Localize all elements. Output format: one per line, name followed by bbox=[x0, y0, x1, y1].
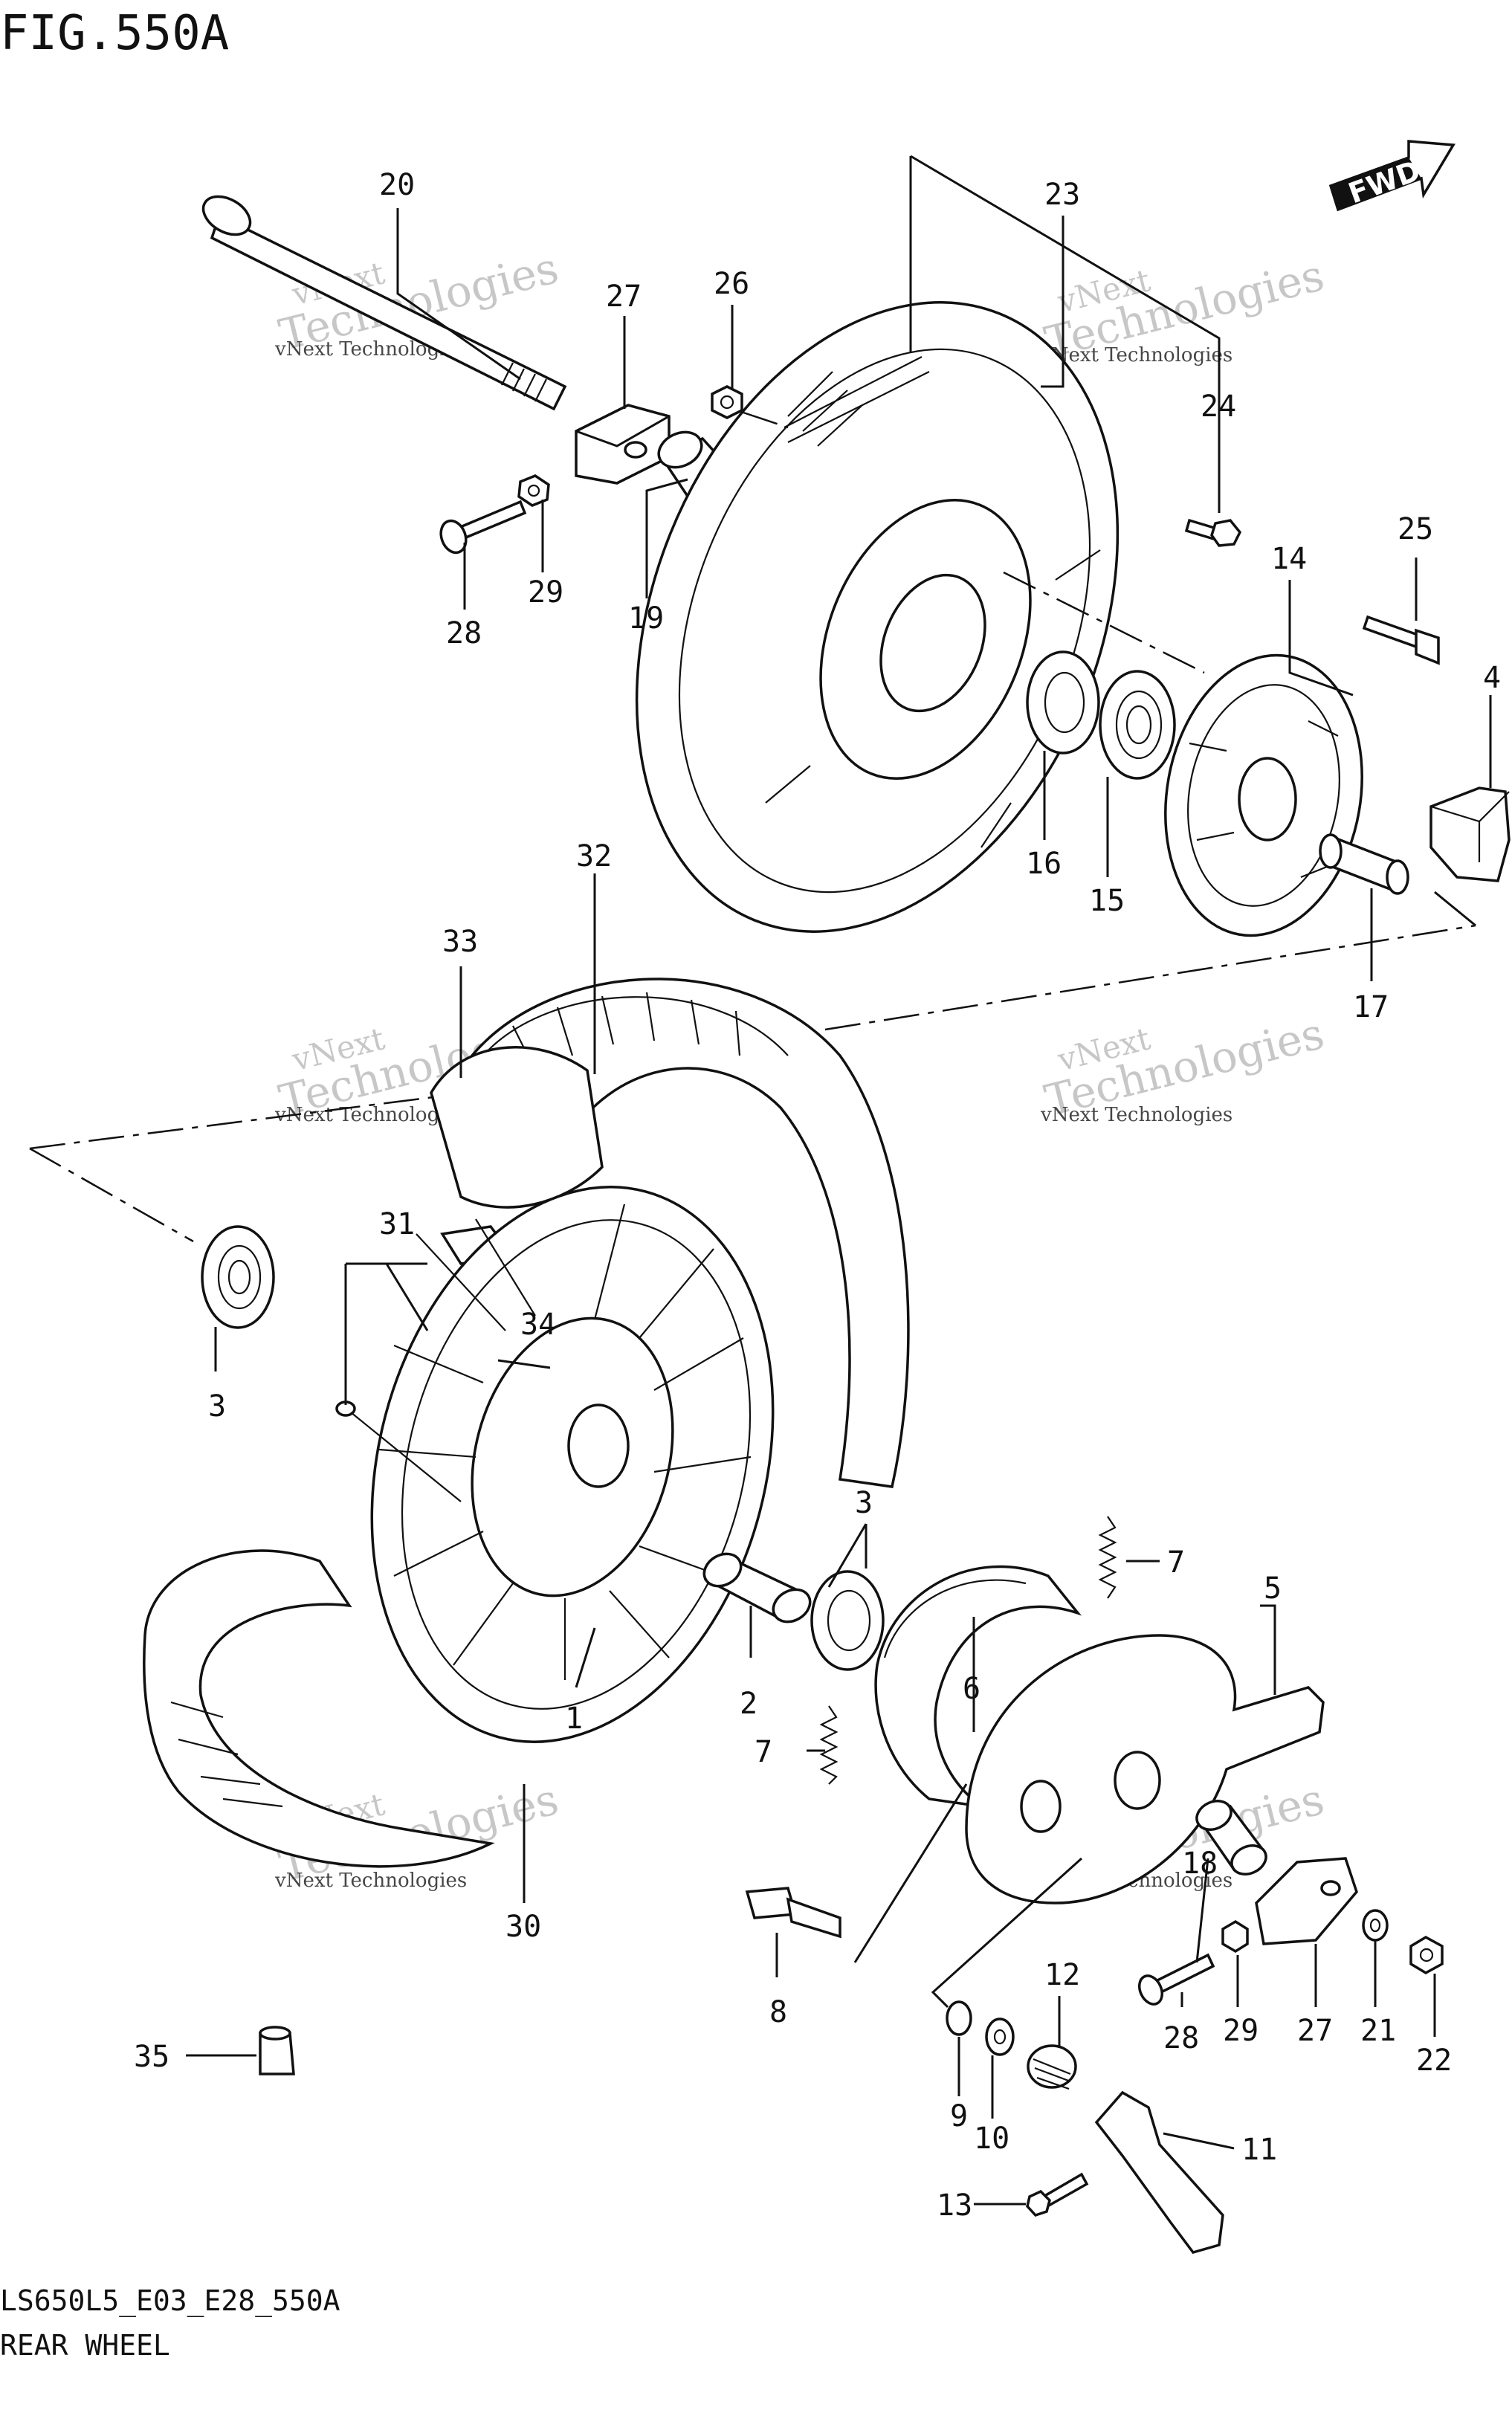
part-chain-adjuster-bottom bbox=[1255, 1857, 1358, 1945]
part-washer-10 bbox=[985, 2017, 1015, 2056]
part-bolt-25 bbox=[1362, 615, 1440, 665]
part-bolt-bottom bbox=[1138, 1953, 1215, 2006]
figure-id: FIG.550A bbox=[0, 6, 229, 61]
part-bearing-right bbox=[810, 1570, 885, 1671]
callout-20: 20 bbox=[379, 168, 415, 202]
callout-33: 33 bbox=[442, 925, 478, 959]
callout-22: 22 bbox=[1416, 2044, 1452, 2078]
callout-27-top: 27 bbox=[606, 280, 642, 314]
callout-27-bottom: 27 bbox=[1297, 2014, 1333, 2048]
callout-28-top: 28 bbox=[446, 616, 482, 650]
callout-1: 1 bbox=[565, 1702, 583, 1736]
callout-6: 6 bbox=[963, 1672, 980, 1706]
part-spoke-set bbox=[335, 1400, 462, 1502]
part-bolt-24 bbox=[1184, 518, 1242, 547]
callout-29-bottom: 29 bbox=[1223, 2014, 1259, 2048]
callout-5: 5 bbox=[1264, 1571, 1282, 1606]
part-sprocket-drum bbox=[1164, 653, 1363, 937]
callout-16: 16 bbox=[1026, 847, 1062, 881]
explosion-line-left-upper bbox=[29, 1095, 439, 1150]
callout-17: 17 bbox=[1353, 990, 1389, 1024]
callout-3-right: 3 bbox=[855, 1486, 873, 1520]
callout-19: 19 bbox=[628, 601, 664, 636]
svg-text:vNext Technologies: vNext Technologies bbox=[274, 1870, 467, 1892]
callout-11: 11 bbox=[1241, 2133, 1277, 2167]
part-cam-lever bbox=[1094, 2090, 1224, 2255]
part-chain-adjuster-top bbox=[575, 404, 671, 485]
callout-labels: 20 27 26 23 24 25 14 4 19 28 29 16 15 17… bbox=[134, 168, 1501, 2223]
part-valve bbox=[259, 2026, 295, 2075]
callout-2: 2 bbox=[740, 1687, 757, 1721]
part-tire-lower bbox=[143, 1549, 495, 1868]
part-sprocket-shaft bbox=[1319, 833, 1409, 895]
svg-text:vNext Technologies: vNext Technologies bbox=[1040, 344, 1232, 366]
part-sprocket bbox=[635, 301, 1120, 933]
callout-23: 23 bbox=[1044, 178, 1080, 212]
part-oil-seal bbox=[1026, 650, 1100, 755]
leader-lines bbox=[186, 208, 1492, 2206]
callout-15: 15 bbox=[1089, 884, 1125, 918]
callout-10: 10 bbox=[974, 2122, 1009, 2156]
callout-31: 31 bbox=[379, 1207, 415, 1241]
callout-32: 32 bbox=[576, 839, 612, 873]
explosion-line-lower-2 bbox=[853, 1783, 968, 1963]
part-brake-cam bbox=[745, 1887, 841, 1939]
callout-8: 8 bbox=[769, 1995, 787, 2029]
callout-30: 30 bbox=[505, 1910, 541, 1944]
callout-26: 26 bbox=[714, 267, 749, 301]
part-nut-top bbox=[517, 474, 550, 507]
callout-7-lower: 7 bbox=[755, 1735, 772, 1769]
callout-12: 12 bbox=[1044, 1958, 1080, 1992]
part-brake-spring-upper bbox=[1098, 1516, 1117, 1599]
callout-29-top: 29 bbox=[528, 575, 563, 610]
part-damper-cushion bbox=[1429, 786, 1511, 882]
part-o-ring bbox=[946, 2000, 972, 2036]
callout-7-upper: 7 bbox=[1167, 1545, 1185, 1580]
part-return-spring bbox=[1027, 2044, 1077, 2090]
callout-3-left: 3 bbox=[208, 1389, 226, 1424]
part-nut-26 bbox=[711, 385, 743, 419]
part-bearing-top bbox=[1099, 670, 1176, 780]
callout-13: 13 bbox=[937, 2188, 972, 2223]
callout-34: 34 bbox=[520, 1308, 556, 1342]
fwd-label: FWD bbox=[1344, 154, 1424, 210]
part-washer-21 bbox=[1362, 1909, 1389, 1942]
part-brake-panel bbox=[965, 1634, 1325, 1904]
part-brake-spring-lower bbox=[819, 1705, 839, 1785]
callout-14: 14 bbox=[1271, 542, 1307, 576]
model-code: LS650L5_E03_E28_550A bbox=[0, 2284, 340, 2318]
explosion-line-left-lower bbox=[29, 1147, 194, 1243]
callout-28-bottom: 28 bbox=[1163, 2021, 1199, 2055]
callout-35: 35 bbox=[134, 2040, 169, 2074]
part-brake-shoe bbox=[874, 1565, 1082, 1808]
part-bearing-left bbox=[201, 1225, 275, 1329]
part-spacer-mid bbox=[702, 1552, 812, 1624]
svg-text:vNext Technologies: vNext Technologies bbox=[1040, 1104, 1232, 1126]
fwd-arrow-badge: FWD bbox=[1328, 140, 1456, 212]
part-bolt-top bbox=[439, 500, 527, 555]
part-wheel-rim bbox=[370, 1186, 775, 1743]
explosion-line-lower-1 bbox=[931, 1857, 1083, 2009]
part-spacer-lower bbox=[1195, 1800, 1267, 1876]
callout-4: 4 bbox=[1483, 661, 1501, 695]
callout-18: 18 bbox=[1182, 1847, 1218, 1881]
callout-9: 9 bbox=[950, 2099, 968, 2133]
callout-24: 24 bbox=[1201, 390, 1236, 424]
callout-25: 25 bbox=[1398, 512, 1433, 546]
diagram-title: REAR WHEEL bbox=[0, 2329, 170, 2362]
part-nut-22 bbox=[1409, 1935, 1444, 1975]
part-nut-bottom bbox=[1221, 1919, 1249, 1954]
part-bolt-13 bbox=[1026, 2172, 1089, 2217]
callout-21: 21 bbox=[1360, 2014, 1396, 2048]
